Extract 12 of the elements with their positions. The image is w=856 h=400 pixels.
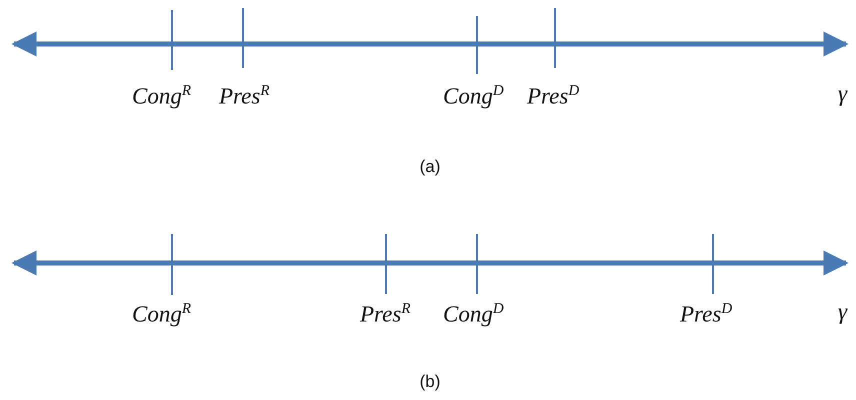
tick-label: Cong$^{D}$ xyxy=(443,302,504,326)
tick-label: Cong$^{R}$ xyxy=(132,302,192,326)
panel-label: (a) xyxy=(420,158,440,175)
tick-label: Pres$^{D}$ xyxy=(527,84,580,108)
tick-label: Pres$^{D}$ xyxy=(680,302,732,326)
tick-label: Pres$^{R}$ xyxy=(219,84,270,108)
axis-label: γ xyxy=(838,300,848,323)
tick-label: Cong$^{R}$ xyxy=(132,84,192,108)
tick-label: Pres$^{R}$ xyxy=(360,302,410,326)
axis-label: γ xyxy=(838,82,848,105)
panel-label: (b) xyxy=(420,373,440,390)
tick-label: Cong$^{D}$ xyxy=(443,84,504,108)
